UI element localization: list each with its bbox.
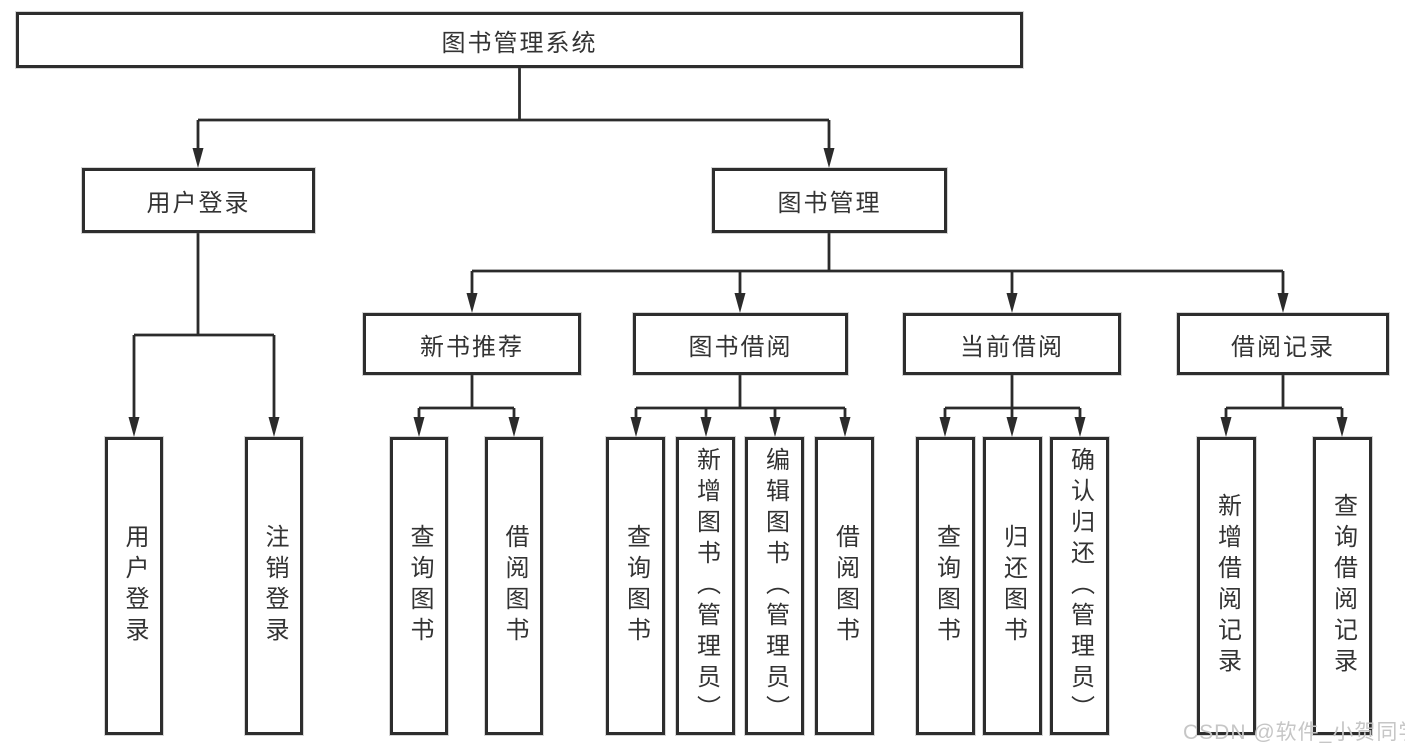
leaf-logout: 注销登录 [245,437,303,735]
leaf-query-books-3: 查询图书 [916,437,975,735]
arrowheads [128,148,1348,437]
leaf-return-books: 归还图书 [983,437,1042,735]
leaf-return-books-label: 归还图书 [999,524,1027,648]
node-user-login-label: 用户登录 [146,190,251,217]
connector-new-book-rec-to-leaves [417,375,516,419]
connector-book-mgmt-to-level3 [470,233,1285,295]
leaf-borrow-books-2: 借阅图书 [815,437,874,735]
node-book-management: 图书管理 [712,168,947,233]
arrowhead [192,148,204,168]
node-borrowing-records-label: 借阅记录 [1231,333,1335,361]
leaf-edit-books-admin-label: 编辑图书（管理员） [761,446,789,726]
connector-book-borrow-to-leaves [634,375,847,419]
leaf-add-books-admin-label: 新增图书（管理员） [692,446,720,726]
connector-root-to-level2 [196,68,831,150]
arrowhead [769,417,781,437]
leaf-query-books-1-label: 查询图书 [406,524,433,648]
leaf-query-books-3-label: 查询图书 [932,524,960,648]
arrowhead [630,417,642,437]
connector-current-borrow-to-leaves [943,375,1082,419]
leaf-query-books-2: 查询图书 [606,437,665,735]
leaf-edit-books-admin: 编辑图书（管理员） [745,437,804,735]
node-new-book-recommend-label: 新书推荐 [420,333,524,361]
node-current-borrowing-label: 当前借阅 [960,333,1064,361]
arrowhead [1277,293,1289,313]
arrowhead [268,417,280,437]
leaf-query-borrow-record: 查询借阅记录 [1313,437,1372,735]
node-root-library-system: 图书管理系统 [16,12,1023,68]
leaf-user-login: 用户登录 [105,437,163,735]
arrowhead [939,417,951,437]
leaf-borrow-books-1: 借阅图书 [485,437,543,735]
leaf-confirm-return-admin-label: 确认归还（管理员） [1066,446,1094,726]
leaf-borrow-books-2-label: 借阅图书 [831,524,859,648]
node-book-borrowing-label: 图书借阅 [688,333,793,361]
node-user-login: 用户登录 [82,168,315,233]
arrowhead [413,417,425,437]
leaf-confirm-return-admin: 确认归还（管理员） [1050,437,1109,735]
arrowhead [1220,417,1232,437]
node-new-book-recommend: 新书推荐 [363,313,581,375]
leaf-user-login-label: 用户登录 [121,524,148,648]
node-book-management-label: 图书管理 [777,190,882,217]
arrowhead [1336,417,1348,437]
arrowhead [734,293,746,313]
leaf-borrow-books-1-label: 借阅图书 [501,524,528,648]
leaf-add-books-admin: 新增图书（管理员） [676,437,735,735]
leaf-query-books-2-label: 查询图书 [622,524,650,648]
node-root-label: 图书管理系统 [441,29,598,57]
arrowhead [1006,293,1018,313]
arrowhead [1006,417,1018,437]
node-book-borrowing: 图书借阅 [633,313,848,375]
node-current-borrowing: 当前借阅 [903,313,1121,375]
connector-borrow-records-to-leaves [1224,375,1344,419]
leaf-add-borrow-record: 新增借阅记录 [1197,437,1256,735]
arrowhead [823,148,835,168]
arrowhead [128,417,140,437]
csdn-watermark: CSDN @软件_小贺同学 [1183,721,1405,744]
leaf-logout-label: 注销登录 [261,524,288,648]
arrowhead [508,417,520,437]
node-borrowing-records: 借阅记录 [1177,313,1389,375]
arrowhead [466,293,478,313]
arrowhead [700,417,712,437]
arrowhead [1074,417,1086,437]
leaf-add-borrow-record-label: 新增借阅记录 [1213,493,1241,679]
leaf-query-borrow-record-label: 查询借阅记录 [1329,493,1357,679]
connector-user-login-to-leaves [132,233,276,419]
leaf-query-books-1: 查询图书 [390,437,448,735]
arrowhead [839,417,851,437]
